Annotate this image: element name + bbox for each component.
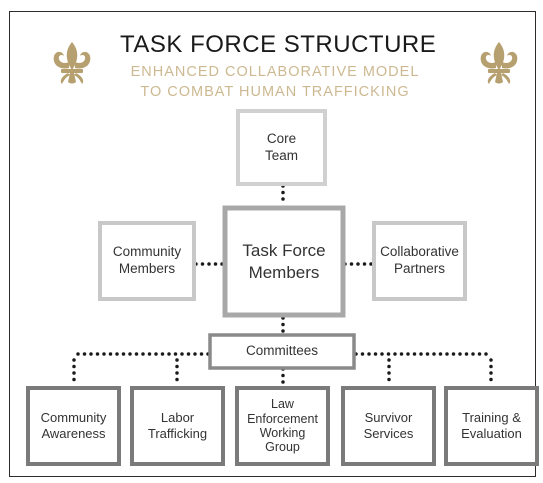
page-title: TASK FORCE STRUCTURE bbox=[120, 31, 437, 58]
committees-box bbox=[208, 333, 356, 370]
committees-label: Committees bbox=[245, 343, 318, 359]
community-awareness-label: Community Awareness bbox=[40, 409, 107, 441]
task-force-members-label: Task Force Members bbox=[242, 241, 326, 282]
survivor-services-label: Survivor Services bbox=[363, 409, 414, 441]
training-evaluation-box bbox=[444, 386, 539, 466]
collaborative-partners-label: Collaborative Partners bbox=[380, 244, 459, 276]
core-team-box bbox=[236, 109, 327, 186]
task-force-members-box bbox=[222, 205, 346, 318]
fleur-de-lis-icon bbox=[480, 42, 518, 84]
subtitle-line-2: TO COMBAT HUMAN TRAFFICKING bbox=[140, 84, 410, 100]
community-members-box bbox=[98, 221, 196, 301]
collaborative-partners-box bbox=[372, 221, 467, 301]
community-awareness-box bbox=[26, 386, 121, 466]
training-evaluation-label: Training & Evaluation bbox=[461, 409, 522, 441]
labor-trafficking-label: Labor Trafficking bbox=[147, 409, 208, 441]
law-enforcement-box bbox=[235, 386, 330, 466]
law-enforcement-label: Law Enforcement Working Group bbox=[247, 397, 318, 455]
labor-trafficking-box bbox=[130, 386, 225, 466]
fleur-de-lis-icon bbox=[53, 42, 91, 84]
subtitle-line-1: ENHANCED COLLABORATIVE MODEL bbox=[130, 64, 420, 80]
community-members-label: Community Members bbox=[112, 244, 182, 276]
core-team-label: Core Team bbox=[264, 130, 298, 163]
survivor-services-box bbox=[341, 386, 436, 466]
